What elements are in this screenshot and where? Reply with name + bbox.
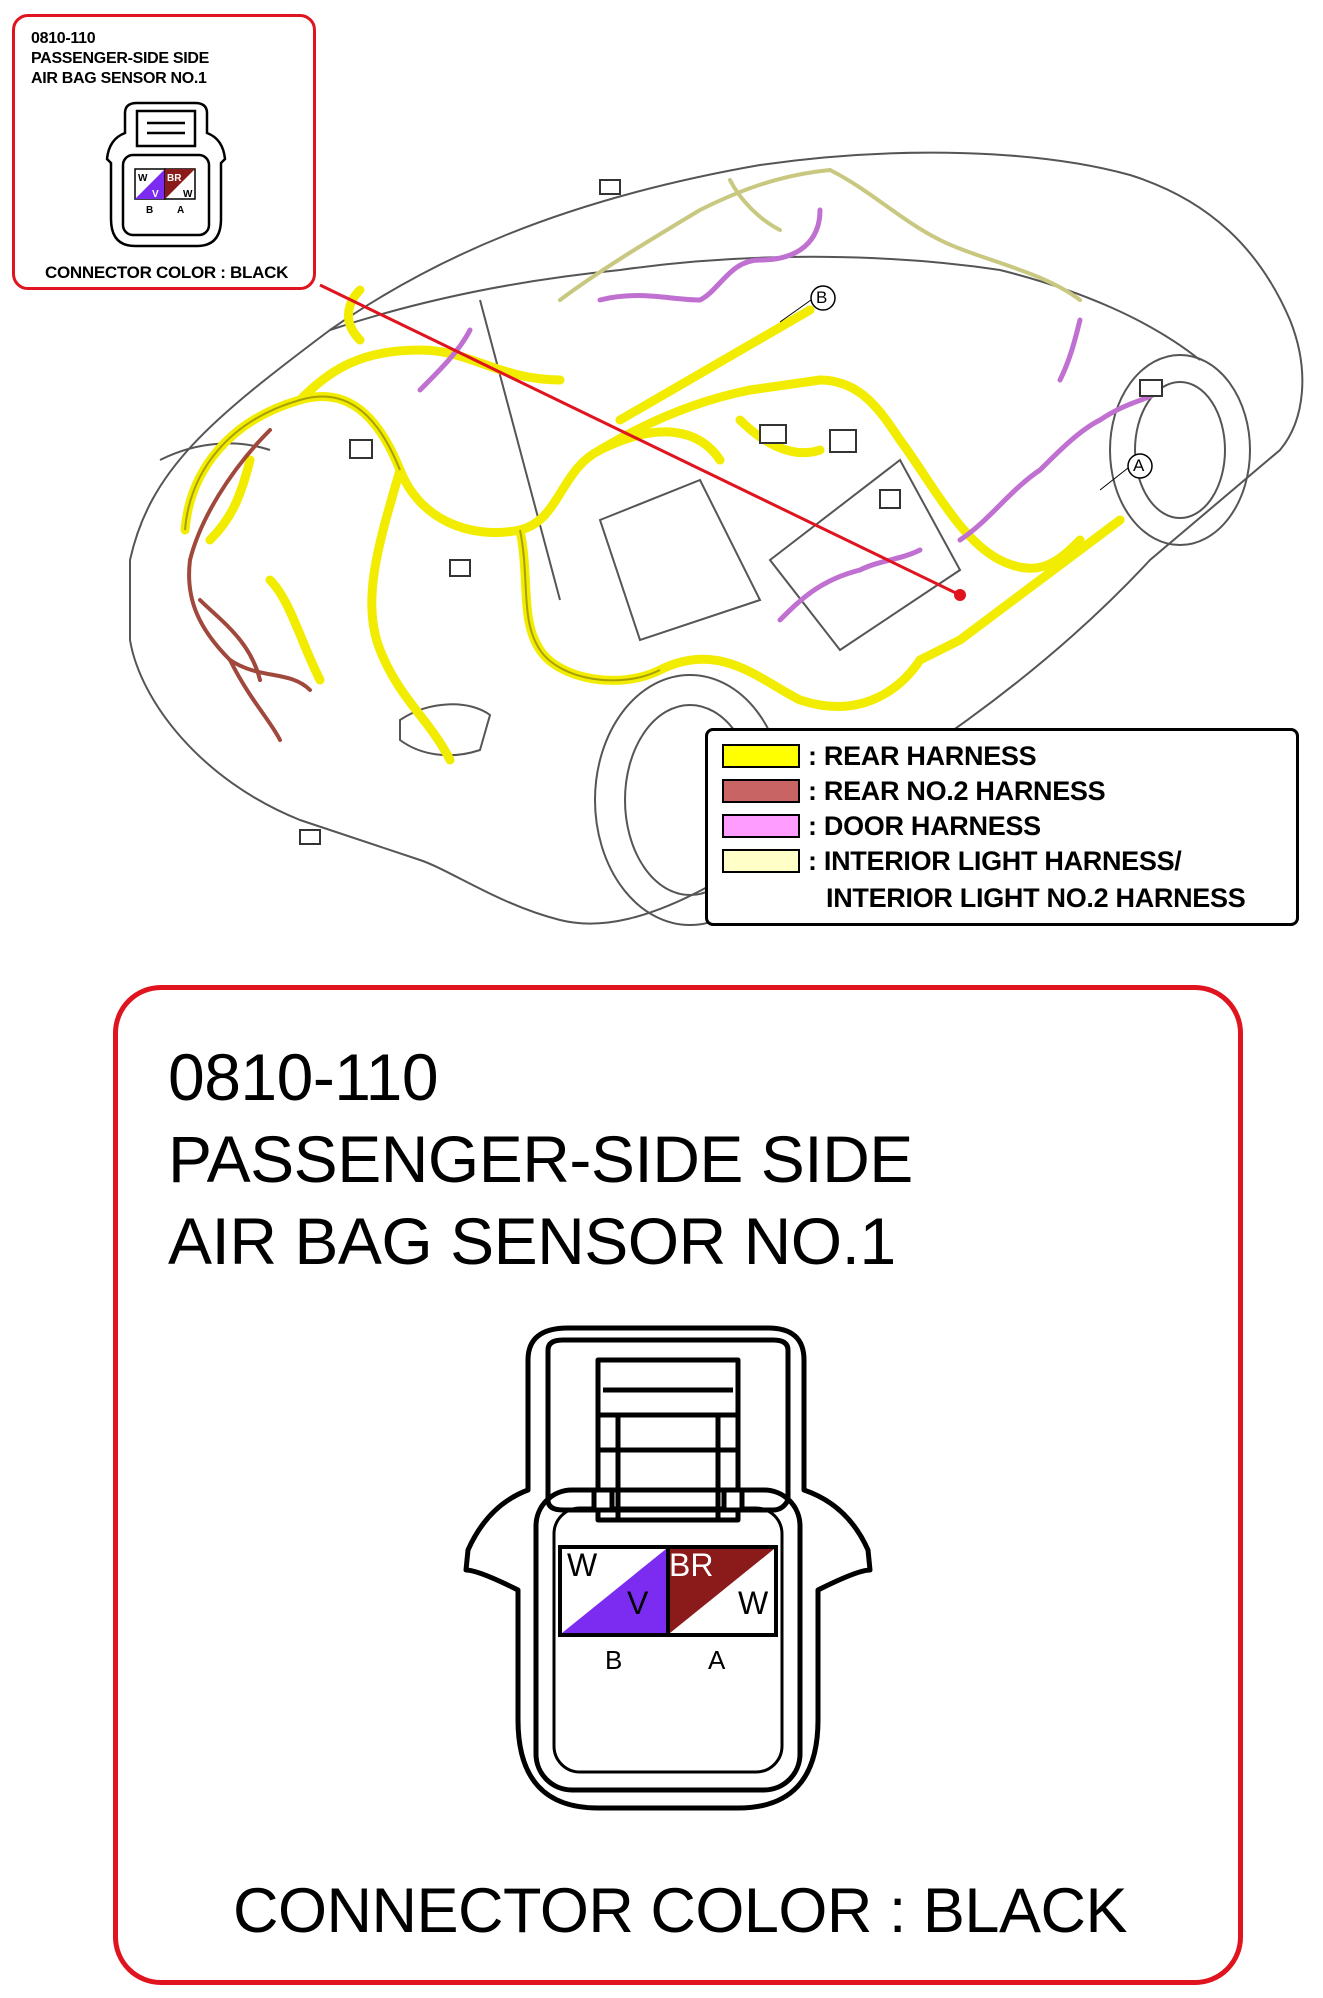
legend-item-interior-light-harness: : INTERIOR LIGHT HARNESS/ [722, 846, 1182, 876]
callout-pin-b-wire-top: W [138, 173, 148, 184]
callout-pin-a-wire-top: BR [167, 173, 182, 184]
callout-connector-name-line2: AIR BAG SENSOR NO.1 [31, 70, 207, 87]
pin-b-wire-bottom: V [627, 1585, 649, 1621]
rear-no2-harness [187, 428, 312, 742]
legend-label: : DOOR HARNESS [808, 810, 1041, 841]
connector-code: 0810-110 [168, 1040, 439, 1114]
legend-item-rear-harness: : REAR HARNESS [722, 740, 1037, 771]
harness-legend: : REAR HARNESS : REAR NO.2 HARNESS : DOO… [705, 728, 1299, 926]
reference-marker-b [779, 285, 836, 323]
reference-marker-b-label: B [816, 288, 828, 307]
door-harness [417, 207, 1163, 623]
legend-label-continuation: INTERIOR LIGHT NO.2 HARNESS [826, 883, 1246, 913]
connector-face-small: W V BR W B A [105, 101, 227, 248]
harness-connectors [299, 179, 1163, 845]
pin-b-terminal: B [605, 1645, 623, 1675]
legend-swatch [722, 814, 800, 838]
connector-name-line1: PASSENGER-SIDE SIDE [168, 1122, 913, 1196]
connector-face-large [463, 1325, 873, 1811]
connector-name-line2: AIR BAG SENSOR NO.1 [168, 1204, 896, 1278]
legend-swatch [722, 849, 800, 873]
reference-marker-a [1099, 453, 1153, 491]
legend-label: : REAR NO.2 HARNESS [808, 775, 1106, 806]
rear-harness-thin [184, 395, 661, 682]
connector-pin-block [558, 1545, 778, 1637]
callout-leader-line [319, 283, 961, 597]
pin-a-wire-bottom: W [738, 1585, 769, 1621]
pin-b-fill [562, 1549, 666, 1633]
car-body-outline [129, 151, 1304, 926]
pin-a-wire-top: BR [669, 1547, 714, 1583]
pin-a-fill [670, 1549, 774, 1633]
callout-connector-color: CONNECTOR COLOR : BLACK [45, 263, 289, 282]
vehicle-harness-diagram [129, 151, 1304, 926]
reference-marker-a-label: A [1133, 456, 1145, 475]
callout-pin-a-wire-bottom: W [183, 189, 193, 200]
connector-color: CONNECTOR COLOR : BLACK [233, 1876, 1128, 1946]
legend-label: : INTERIOR LIGHT HARNESS/ [808, 845, 1182, 876]
legend-item-door-harness: : DOOR HARNESS [722, 811, 1041, 841]
callout-pin-b-wire-bottom: V [152, 189, 159, 200]
connector-callout-small: 0810-110 PASSENGER-SIDE SIDE AIR BAG SEN… [12, 14, 316, 290]
legend-swatch [722, 744, 800, 768]
pin-a-terminal: A [708, 1645, 726, 1675]
callout-pin-a-terminal: A [177, 205, 184, 216]
legend-label: : REAR HARNESS [808, 740, 1037, 771]
legend-item-rear-no2-harness: : REAR NO.2 HARNESS [722, 775, 1106, 806]
interior-light-harness [558, 168, 1082, 302]
callout-connector-name-line1: PASSENGER-SIDE SIDE [31, 50, 210, 67]
callout-pin-b-terminal: B [146, 205, 153, 216]
pin-b-wire-top: W [567, 1547, 598, 1583]
callout-connector-code: 0810-110 [31, 30, 96, 47]
connector-location-marker [954, 589, 966, 601]
connector-detail-panel: 0810-110 PASSENGER-SIDE SIDE AIR BAG SEN… [113, 985, 1243, 1985]
legend-swatch [722, 779, 800, 803]
